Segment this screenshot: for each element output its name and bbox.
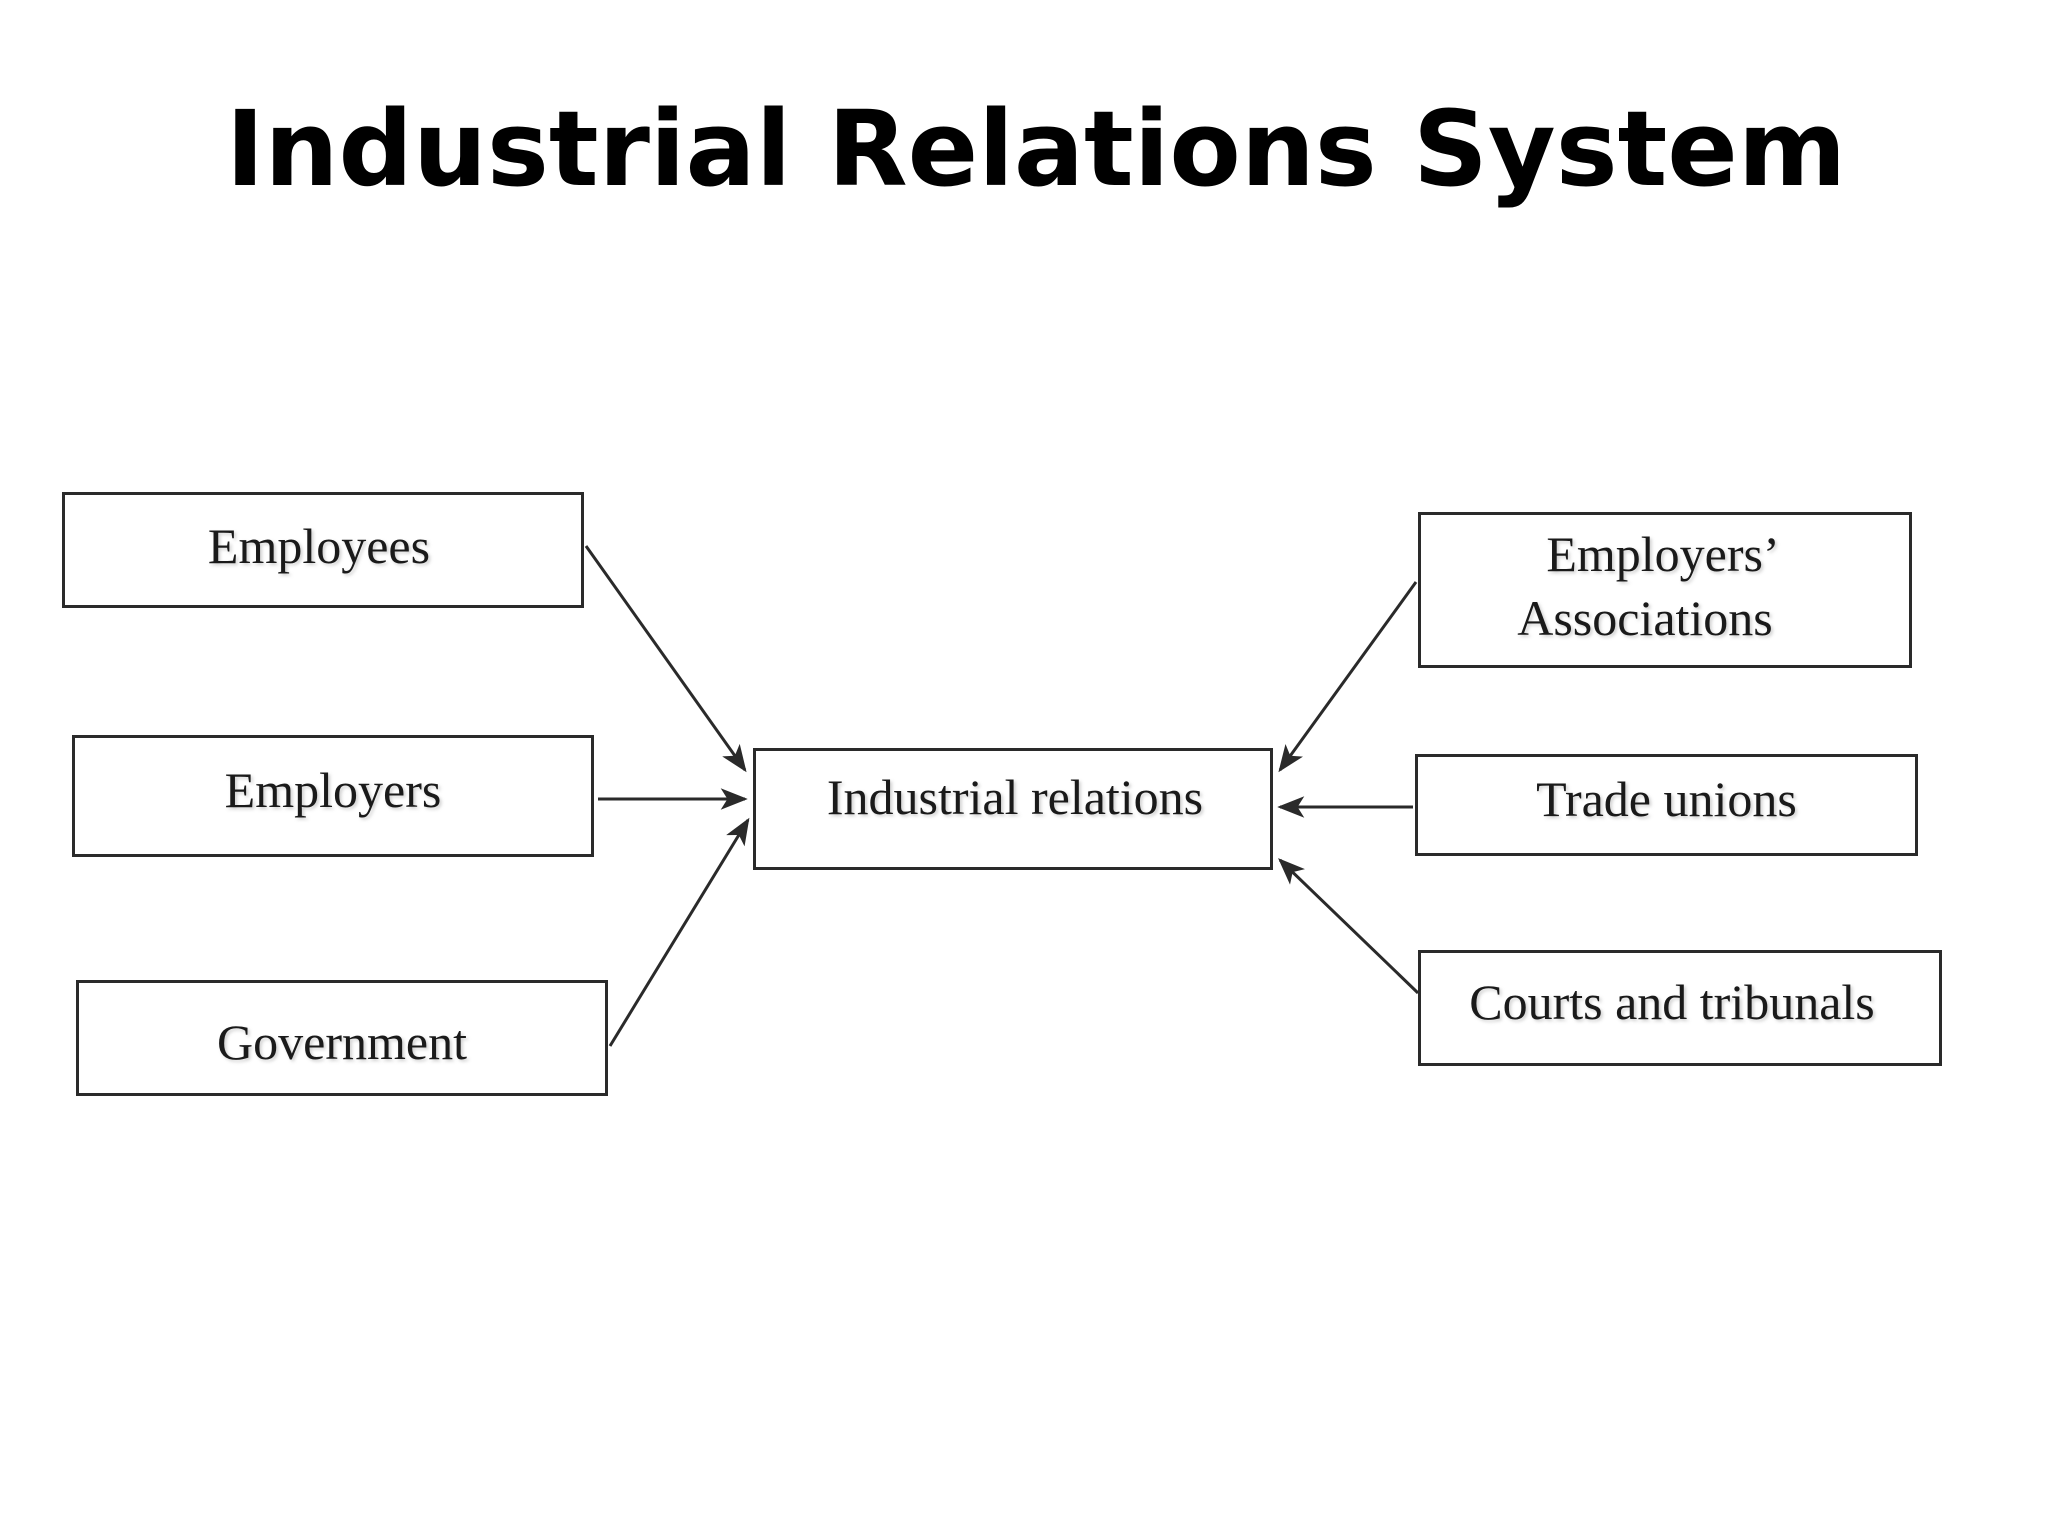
government-box: Government: [76, 980, 608, 1096]
trade-unions-box: Trade unions: [1415, 754, 1918, 856]
industrial-relations-box: Industrial relations: [753, 748, 1273, 870]
arrow-government-to-center: [608, 817, 750, 1047]
employers-associations-label: Employers’ Associations: [1510, 522, 1779, 650]
employees-box: Employees: [62, 492, 584, 608]
arrow-courts-to-center: [1278, 858, 1420, 995]
employees-label: Employees: [207, 518, 431, 574]
government-label: Government: [217, 1014, 467, 1070]
courts-tribunals-label: Courts and tribunals: [1469, 974, 1875, 1030]
arrow-employees-to-center: [584, 545, 747, 773]
employers-associations-line2: Associations: [1517, 590, 1773, 646]
employers-label: Employers: [224, 762, 442, 818]
courts-tribunals-box: Courts and tribunals: [1418, 950, 1942, 1066]
industrial-relations-label: Industrial relations: [826, 769, 1204, 825]
employers-box: Employers: [72, 735, 594, 857]
arrow-associations-to-center: [1278, 581, 1418, 773]
employers-associations-box: Employers’ Associations: [1418, 512, 1912, 668]
trade-unions-label: Trade unions: [1536, 771, 1797, 827]
slide-title: Industrial Relations System: [225, 88, 1847, 210]
employers-associations-line1: Employers’: [1546, 526, 1780, 582]
